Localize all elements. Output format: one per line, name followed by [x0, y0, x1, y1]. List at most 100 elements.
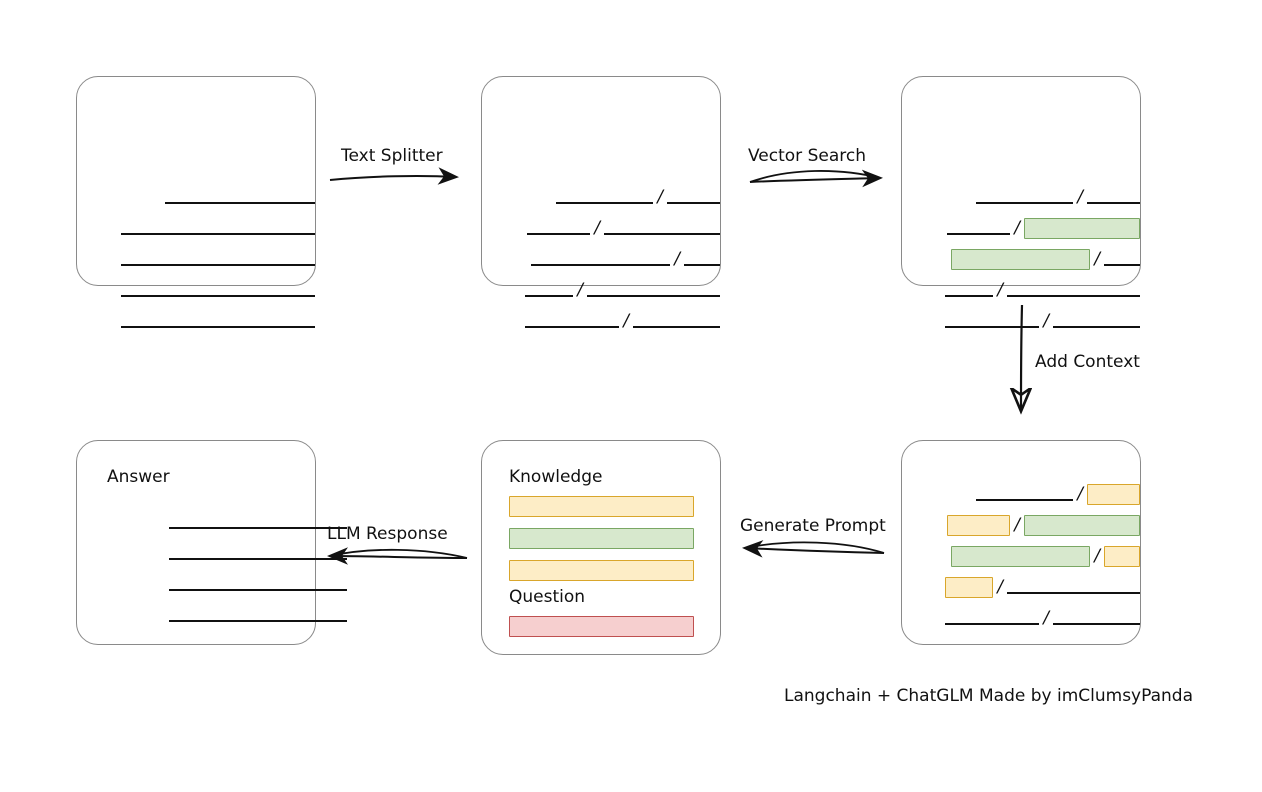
- line-segment: [531, 264, 671, 266]
- line-segment: [947, 233, 1011, 235]
- line-segment: [667, 202, 720, 204]
- line-segment: [945, 326, 1040, 328]
- doc-line: /: [902, 607, 1166, 629]
- arrow-llm-response: [327, 547, 468, 565]
- line-segment: [604, 233, 720, 235]
- knowledge-bar-2: [509, 528, 694, 549]
- knowledge-bar-3: [509, 560, 694, 581]
- doc-line: [77, 310, 341, 332]
- doc-line: /: [482, 279, 746, 301]
- slash-separator: /: [674, 249, 680, 269]
- slash-separator: /: [623, 311, 629, 331]
- slash-separator: /: [997, 280, 1003, 300]
- doc-line: /: [482, 310, 746, 332]
- line-segment: [121, 264, 315, 266]
- doc-line: /: [902, 483, 1166, 505]
- card-answer[interactable]: Answer: [76, 440, 347, 645]
- line-segment: [525, 326, 620, 328]
- highlight-chip-yellow: [1087, 483, 1140, 505]
- doc-line: /: [902, 576, 1166, 598]
- line-segment: [684, 264, 720, 266]
- card-source-document-body: [77, 77, 315, 328]
- doc-line: /: [482, 186, 746, 208]
- doc-line: /: [902, 186, 1166, 208]
- card-vector-matches-body: / / / / /: [902, 77, 1140, 330]
- doc-line: [77, 217, 341, 239]
- doc-line: [77, 186, 341, 208]
- line-segment: [1007, 295, 1140, 297]
- doc-line: /: [902, 545, 1166, 567]
- doc-line: /: [902, 514, 1166, 536]
- card-context-added[interactable]: / / / / /: [901, 440, 1141, 645]
- doc-line: /: [902, 217, 1166, 239]
- knowledge-label: Knowledge: [509, 467, 603, 487]
- card-split-chunks[interactable]: / / / / /: [481, 76, 721, 330]
- line-segment: [169, 620, 347, 622]
- line-segment: [556, 202, 654, 204]
- line-segment: [945, 295, 994, 297]
- highlight-chip-green: [951, 248, 1091, 270]
- card-split-chunks-body: / / / / /: [482, 77, 720, 330]
- slash-separator: /: [1094, 546, 1100, 566]
- line-segment: [525, 295, 574, 297]
- doc-line: [77, 279, 341, 301]
- line-segment: [976, 499, 1074, 501]
- arrow-label-llm-response: LLM Response: [327, 524, 448, 544]
- doc-line: /: [482, 248, 746, 270]
- line-segment: [976, 202, 1074, 204]
- doc-line: /: [902, 279, 1166, 301]
- highlight-chip-yellow: [1104, 545, 1140, 567]
- line-segment: [165, 202, 315, 204]
- line-segment: [121, 295, 315, 297]
- line-segment: [169, 527, 347, 529]
- answer-line: [77, 604, 347, 626]
- arrow-vector-search: [749, 169, 883, 188]
- card-source-document[interactable]: [76, 76, 316, 328]
- line-segment: [169, 589, 347, 591]
- line-segment: [1053, 326, 1140, 328]
- slash-separator: /: [1014, 218, 1020, 238]
- line-segment: [169, 558, 347, 560]
- question-bar-1: [509, 616, 694, 637]
- line-segment: [587, 295, 720, 297]
- line-segment: [633, 326, 720, 328]
- line-segment: [527, 233, 591, 235]
- answer-line: [77, 511, 347, 533]
- slash-separator: /: [1077, 187, 1083, 207]
- doc-line: /: [902, 248, 1166, 270]
- answer-line: [77, 573, 347, 595]
- slash-separator: /: [657, 187, 663, 207]
- line-segment: [1053, 623, 1140, 625]
- doc-line: /: [902, 310, 1166, 332]
- card-prompt-body: Knowledge Question: [482, 441, 720, 654]
- card-answer-body: Answer: [77, 441, 347, 644]
- line-segment: [945, 623, 1040, 625]
- slash-separator: /: [594, 218, 600, 238]
- card-prompt[interactable]: Knowledge Question: [481, 440, 721, 655]
- highlight-chip-green: [1024, 514, 1140, 536]
- arrow-label-text-splitter: Text Splitter: [341, 146, 443, 166]
- doc-line: [77, 248, 341, 270]
- card-vector-matches[interactable]: / / / / /: [901, 76, 1141, 330]
- slash-separator: /: [1014, 515, 1020, 535]
- slash-separator: /: [1043, 608, 1049, 628]
- highlight-chip-green: [1024, 217, 1140, 239]
- slash-separator: /: [1043, 311, 1049, 331]
- answer-label: Answer: [107, 467, 170, 487]
- arrow-label-add-context: Add Context: [1035, 352, 1140, 372]
- line-segment: [1007, 592, 1140, 594]
- arrow-text-splitter: [329, 167, 459, 185]
- question-label: Question: [509, 587, 586, 607]
- answer-line: [77, 542, 347, 564]
- highlight-chip-yellow: [945, 576, 994, 598]
- slash-separator: /: [577, 280, 583, 300]
- diagram-caption: Langchain + ChatGLM Made by imClumsyPand…: [784, 686, 1193, 706]
- line-segment: [121, 326, 315, 328]
- slash-separator: /: [1094, 249, 1100, 269]
- line-segment: [121, 233, 315, 235]
- arrow-label-vector-search: Vector Search: [748, 146, 866, 166]
- knowledge-bar-1: [509, 496, 694, 517]
- card-context-added-body: / / / / /: [902, 441, 1140, 644]
- line-segment: [1087, 202, 1140, 204]
